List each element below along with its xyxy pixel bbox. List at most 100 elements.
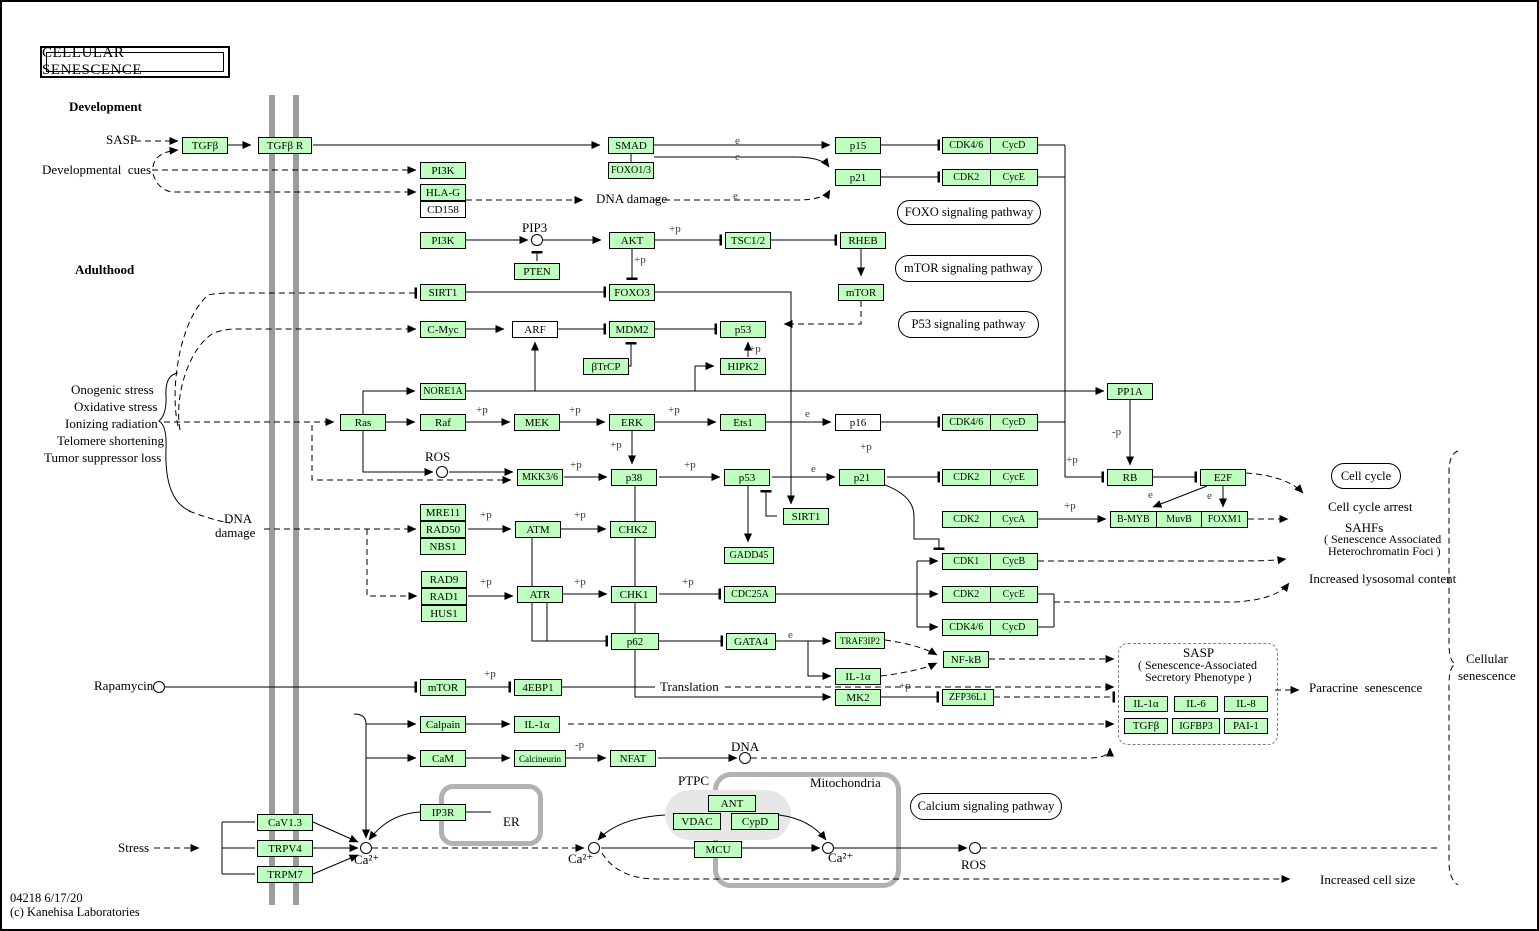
cdk2-cyca-cell-0[interactable]: CDK2	[953, 514, 980, 525]
p21-mid[interactable]: p21	[839, 469, 885, 486]
cypd[interactable]: CypD	[731, 813, 779, 830]
mtor-upper[interactable]: mTOR	[838, 284, 884, 301]
p16[interactable]: p16	[835, 414, 881, 431]
cav1-3[interactable]: CaV1.3	[257, 814, 313, 831]
nf-kb[interactable]: NF-kB	[943, 651, 989, 668]
smad[interactable]: SMAD	[608, 137, 654, 154]
trpv4[interactable]: TRPV4	[257, 840, 313, 857]
cell-cycle-link[interactable]: Cell cycle	[1331, 463, 1401, 489]
p62[interactable]: p62	[611, 633, 659, 650]
calcium-mito-circle[interactable]	[822, 842, 834, 854]
cdk2-cyce-top-cell-0[interactable]: CDK2	[953, 172, 980, 183]
mkk3-6[interactable]: MKK3/6	[517, 469, 563, 486]
rad9[interactable]: RAD9	[421, 571, 467, 588]
rad1[interactable]: RAD1	[421, 588, 467, 605]
vdac[interactable]: VDAC	[673, 813, 721, 830]
atm[interactable]: ATM	[515, 521, 561, 538]
tsc1-2[interactable]: TSC1/2	[725, 232, 771, 249]
gata4[interactable]: GATA4	[726, 633, 776, 650]
cdk1-cycb[interactable]: CDK1 CycB	[942, 553, 1038, 570]
p53-mid[interactable]: p53	[724, 469, 770, 486]
cdk1-cycb-cell-0[interactable]: CDK1	[953, 556, 980, 567]
cdk1-cycb-cell-1[interactable]: CycB	[989, 554, 1038, 569]
cdk46-cycd-low-cell-1[interactable]: CycD	[989, 620, 1038, 635]
il-1a-mid[interactable]: IL-1α	[835, 668, 881, 685]
chk2[interactable]: CHK2	[610, 521, 656, 538]
atr[interactable]: ATR	[517, 586, 563, 603]
sasp-tgfb[interactable]: TGFβ	[1124, 718, 1168, 734]
cdk46-cycd-mid[interactable]: CDK4/6 CycD	[942, 414, 1038, 431]
nfat[interactable]: NFAT	[610, 750, 656, 767]
foxo1-3[interactable]: FOXO1/3	[608, 162, 654, 179]
sasp-pai-1[interactable]: PAI-1	[1224, 718, 1268, 734]
cdk46-cycd-low[interactable]: CDK4/6 CycD	[942, 619, 1038, 636]
zfp36l1[interactable]: ZFP36L1	[942, 689, 994, 706]
p21-top[interactable]: p21	[835, 169, 881, 186]
bmyb-muvb-foxm1-cell-1[interactable]: MuvB	[1155, 512, 1202, 527]
tgfb-ligand[interactable]: TGFβ	[182, 137, 228, 154]
arf[interactable]: ARF	[512, 321, 558, 338]
hipk2[interactable]: HIPK2	[720, 358, 766, 375]
foxo-signaling-pathway-link[interactable]: FOXO signaling pathway	[897, 200, 1041, 225]
p15[interactable]: p15	[835, 137, 881, 154]
c-myc[interactable]: C-Myc	[420, 321, 466, 338]
cdk46-cycd-top-cell-1[interactable]: CycD	[989, 138, 1038, 153]
cdk2-cyce-top-cell-1[interactable]: CycE	[989, 170, 1038, 185]
ip3r[interactable]: IP3R	[420, 804, 466, 821]
mtor-lower[interactable]: mTOR	[420, 679, 466, 696]
ant[interactable]: ANT	[708, 795, 756, 812]
e2f[interactable]: E2F	[1200, 469, 1246, 486]
sasp-igfbp3[interactable]: IGFBP3	[1172, 718, 1220, 734]
pi3k-dev[interactable]: PI3K	[420, 162, 466, 179]
mdm2[interactable]: MDM2	[609, 321, 655, 338]
cdk2-cyce-top[interactable]: CDK2 CycE	[942, 169, 1038, 186]
ras[interactable]: Ras	[340, 414, 386, 431]
foxo3[interactable]: FOXO3	[609, 284, 655, 301]
p53-upper[interactable]: p53	[720, 321, 766, 338]
raf[interactable]: Raf	[420, 414, 466, 431]
erk[interactable]: ERK	[609, 414, 655, 431]
hla-g[interactable]: HLA-G	[420, 184, 466, 201]
cdk46-cycd-top[interactable]: CDK4/6 CycD	[942, 137, 1038, 154]
trpm7[interactable]: TRPM7	[257, 866, 313, 883]
cdk46-cycd-low-cell-0[interactable]: CDK4/6	[949, 622, 984, 633]
mek[interactable]: MEK	[514, 414, 560, 431]
sasp-il-8[interactable]: IL-8	[1224, 696, 1268, 712]
bmyb-muvb-foxm1-cell-2[interactable]: FOXM1	[1201, 512, 1247, 527]
il-1a-low[interactable]: IL-1α	[514, 716, 560, 733]
cam[interactable]: CaM	[420, 750, 466, 767]
mtor-signaling-pathway-link[interactable]: mTOR signaling pathway	[895, 255, 1042, 282]
calcineurin[interactable]: Calcineurin	[514, 750, 566, 767]
pp1a[interactable]: PP1A	[1107, 383, 1153, 400]
cdk46-cycd-mid-cell-1[interactable]: CycD	[989, 415, 1038, 430]
calcium-cytosol-circle[interactable]	[360, 842, 372, 854]
rb[interactable]: RB	[1107, 469, 1153, 486]
sirt1-upper[interactable]: SIRT1	[420, 284, 466, 301]
sasp-il-1a[interactable]: IL-1α	[1124, 696, 1168, 712]
cdc25a[interactable]: CDC25A	[724, 586, 776, 603]
nore1a[interactable]: NORE1A	[420, 383, 466, 400]
cd158[interactable]: CD158	[420, 201, 466, 218]
ets1[interactable]: Ets1	[720, 414, 766, 431]
cdk46-cycd-top-cell-0[interactable]: CDK4/6	[949, 140, 984, 151]
gadd45[interactable]: GADD45	[724, 547, 774, 564]
eif4ebp1[interactable]: 4EBP1	[514, 679, 562, 696]
cdk46-cycd-mid-cell-0[interactable]: CDK4/6	[949, 417, 984, 428]
pi3k[interactable]: PI3K	[420, 232, 466, 249]
pip3-compound-circle[interactable]	[531, 234, 543, 246]
hus1[interactable]: HUS1	[421, 605, 467, 622]
cdk2-cyce-low-cell-1[interactable]: CycE	[989, 587, 1038, 602]
rad50[interactable]: RAD50	[420, 521, 466, 538]
cdk2-cyce-mid-cell-1[interactable]: CycE	[989, 470, 1038, 485]
rapamycin-compound-circle[interactable]	[153, 681, 165, 693]
ros-upper-compound-circle[interactable]	[436, 466, 448, 478]
calcium-signaling-pathway-link[interactable]: Calcium signaling pathway	[910, 793, 1062, 820]
p53-signaling-pathway-link[interactable]: P53 signaling pathway	[898, 311, 1039, 338]
calcium-er-side-circle[interactable]	[588, 842, 600, 854]
traf3ip2[interactable]: TRAF3IP2	[835, 632, 885, 649]
tgfb-receptor[interactable]: TGFβ R	[258, 137, 312, 154]
pten[interactable]: PTEN	[514, 263, 560, 280]
